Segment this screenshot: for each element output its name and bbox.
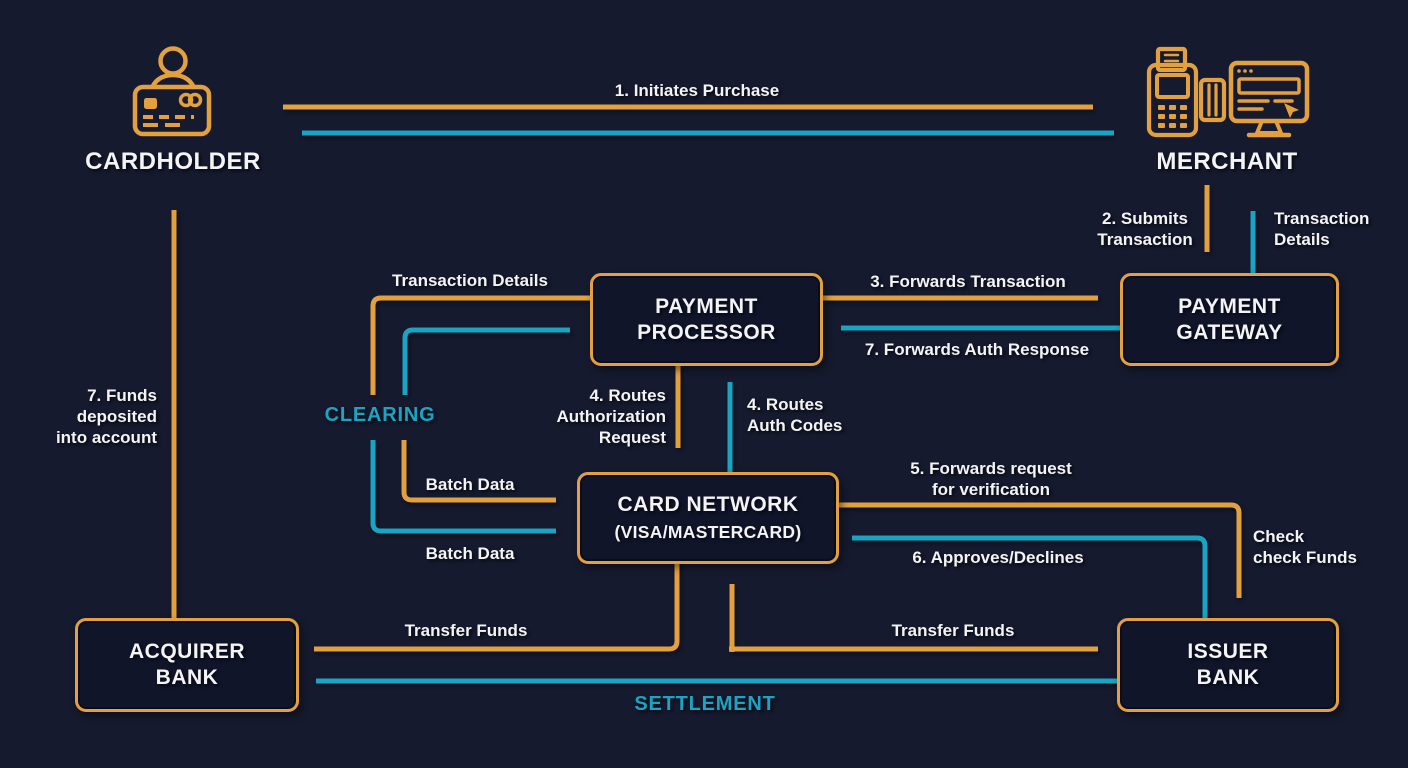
label-settlement: SETTLEMENT [634,693,776,715]
label-check-funds: Check check Funds [1253,527,1357,567]
label-forwards-request-verification: 5. Forwards request for verification [910,459,1072,499]
arrow-approves-declines [852,535,1208,618]
cardholder-icon [128,46,220,140]
card-network-title: CARD NETWORK [617,492,799,516]
line-transaction-details-clearing [370,295,590,395]
card-network-subtitle: (VISA/MASTERCARD) [614,521,802,542]
label-transfer-funds-right: Transfer Funds [891,621,1015,640]
label-batch-data-bottom: Batch Data [425,544,515,563]
merchant-label: MERCHANT [1156,148,1298,175]
label-batch-data-top: Batch Data [425,475,515,494]
node-card-network: CARD NETWORK (VISA/MASTERCARD) [577,472,839,564]
label-clearing: CLEARING [324,404,436,426]
node-acquirer-bank: ACQUIRER BANK [75,618,299,712]
label-transaction-details-merchant: Transaction Details [1274,209,1370,249]
arrow-batch-data-orange [401,440,556,503]
arrow-forwards-verification [833,502,1242,598]
merchant-icon [1140,44,1312,142]
label-approves-declines: 6. Approves/Declines [912,548,1084,567]
node-payment-gateway: PAYMENT GATEWAY [1120,273,1339,366]
node-issuer-bank: ISSUER BANK [1117,618,1339,712]
label-forwards-transaction: 3. Forwards Transaction [870,272,1066,291]
label-transaction-details-processor: Transaction Details [392,271,548,290]
label-initiates-purchase: 1. Initiates Purchase [614,81,780,100]
label-transfer-funds-left: Transfer Funds [404,621,528,640]
cardholder-label: CARDHOLDER [85,148,261,175]
label-forwards-auth-response: 7. Forwards Auth Response [864,340,1090,359]
arrow-transfer-funds-left [314,558,680,652]
node-payment-processor: PAYMENT PROCESSOR [590,273,823,366]
label-funds-deposited: 7. Funds deposited into account [55,386,157,447]
arrow-batch-data-teal [370,440,556,534]
arrow-clearing-to-processor [402,327,570,395]
label-submits-transaction: 2. Submits Transaction [1097,209,1193,249]
label-routes-authorization-request: 4. Routes Authorization Request [556,386,666,447]
label-routes-auth-codes: 4. Routes Auth Codes [747,395,843,435]
